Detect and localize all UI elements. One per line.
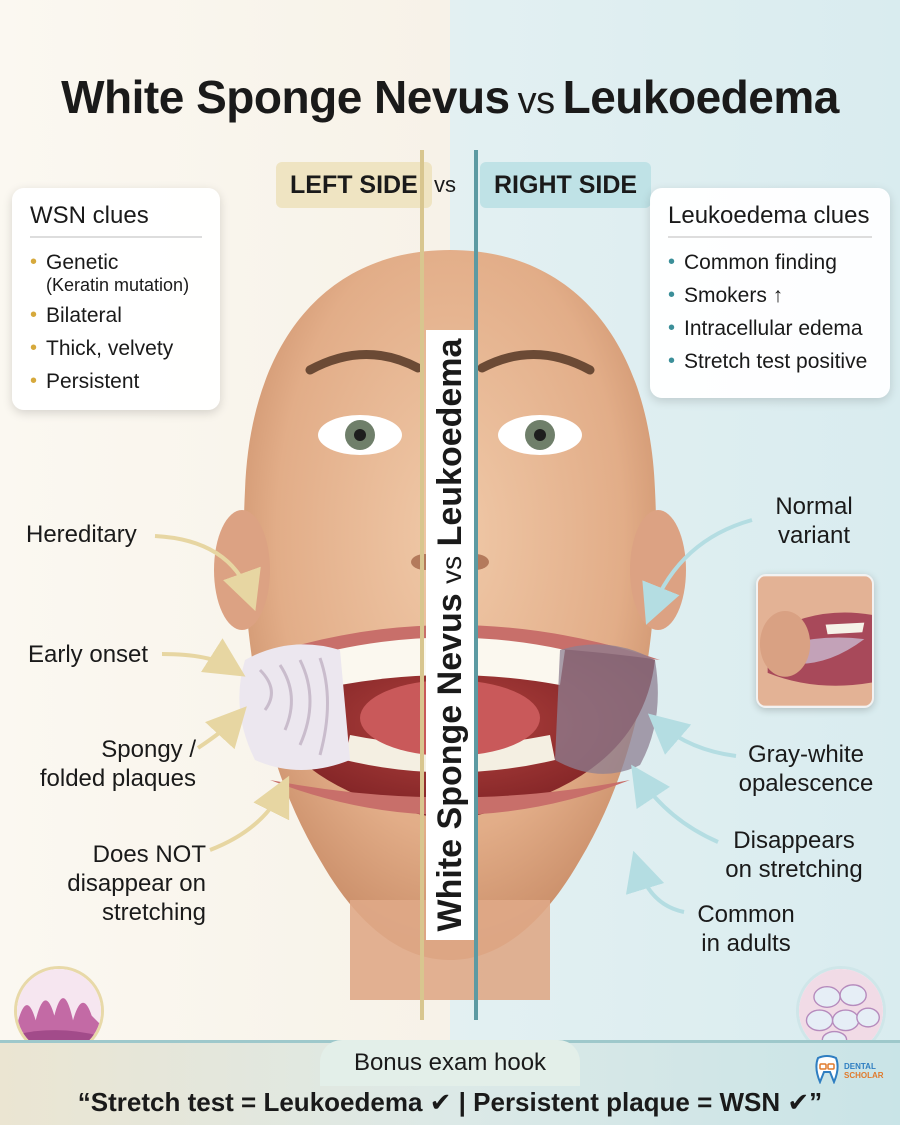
divider-right xyxy=(474,150,478,1020)
wsn-plaque xyxy=(239,644,350,770)
stretch-test-photo xyxy=(756,574,874,708)
label-normal-line2: variant xyxy=(777,522,851,549)
list-item: Intracellular edema xyxy=(668,312,872,345)
label-disappears-line2: on stretching xyxy=(725,856,863,883)
list-item: Bilateral xyxy=(30,299,202,332)
sides-vs: vs xyxy=(434,172,456,197)
list-item: Smokers ↑ xyxy=(668,279,872,312)
wsn-clues-box: WSN clues Genetic (Keratin mutation) Bil… xyxy=(12,188,220,410)
label-spongy-line1: Spongy / xyxy=(101,736,196,763)
label-disappears: Disappears on stretching xyxy=(716,826,872,884)
list-item: Persistent xyxy=(30,365,202,398)
label-normal-line1: Normal xyxy=(775,493,853,520)
left-side-pill: LEFT SIDE xyxy=(276,162,432,208)
label-spongy: Spongy / folded plaques xyxy=(26,735,196,793)
bonus-exam-hook-tab: Bonus exam hook xyxy=(320,1040,580,1086)
label-gray-white: Gray-white opalescence xyxy=(730,740,882,798)
histology-wsn-image xyxy=(14,966,104,1056)
label-gray-line1: Gray-white xyxy=(747,741,865,768)
label-common-adults: Common in adults xyxy=(690,900,802,958)
title-left: White Sponge Nevus xyxy=(61,71,510,123)
dental-scholar-logo: DENTAL SCHOLAR xyxy=(814,1050,884,1090)
tooth-icon xyxy=(815,1055,839,1084)
right-side-pill: RIGHT SIDE xyxy=(480,162,652,208)
list-item: Genetic xyxy=(30,246,202,279)
logo-line1: DENTAL xyxy=(844,1062,876,1071)
logo-line2: SCHOLAR xyxy=(844,1071,884,1080)
leukoedema-clues-list: Common finding Smokers ↑ Intracellular e… xyxy=(668,246,872,378)
label-disappears-line1: Disappears xyxy=(733,827,855,854)
divider-left xyxy=(420,150,424,1020)
label-hereditary: Hereditary xyxy=(26,521,137,548)
vertical-left: White Sponge Nevus xyxy=(431,593,469,932)
title-vs: vs xyxy=(517,80,556,122)
vertical-vs: vs xyxy=(436,555,467,584)
title-right: Leukoedema xyxy=(562,71,840,123)
leukoedema-clues-heading: Leukoedema clues xyxy=(668,202,872,238)
list-item: Common finding xyxy=(668,246,872,279)
label-does-not-disappear: Does NOT disappear on stretching xyxy=(40,840,206,927)
wsn-clues-heading: WSN clues xyxy=(30,202,202,238)
exam-hook-text: “Stretch test = Leukoedema ✔ | Persisten… xyxy=(77,1087,823,1117)
label-normal-variant: Normal variant xyxy=(758,492,870,550)
vertical-right: Leukoedema xyxy=(431,338,469,547)
leukoedema-area xyxy=(555,644,658,774)
vertical-title: White Sponge Nevus vs Leukoedema xyxy=(426,330,474,940)
label-not-disappear-line2: disappear on xyxy=(67,870,206,897)
list-item: (Keratin mutation) xyxy=(46,275,190,295)
list-item: Stretch test positive xyxy=(668,345,872,378)
label-gray-line2: opalescence xyxy=(738,770,874,797)
list-item: Thick, velvety xyxy=(30,332,202,365)
label-early-onset: Early onset xyxy=(28,641,149,668)
wsn-clues-list: Genetic (Keratin mutation) Bilateral Thi… xyxy=(30,246,202,398)
label-spongy-line2: folded plaques xyxy=(39,765,196,792)
leukoedema-clues-box: Leukoedema clues Common finding Smokers … xyxy=(650,188,890,398)
label-not-disappear-line3: stretching xyxy=(101,899,206,926)
label-common-line1: Common xyxy=(697,901,795,928)
label-not-disappear-line1: Does NOT xyxy=(92,841,206,868)
label-common-line2: in adults xyxy=(701,930,791,957)
right-ear xyxy=(630,510,686,630)
left-ear xyxy=(214,510,270,630)
